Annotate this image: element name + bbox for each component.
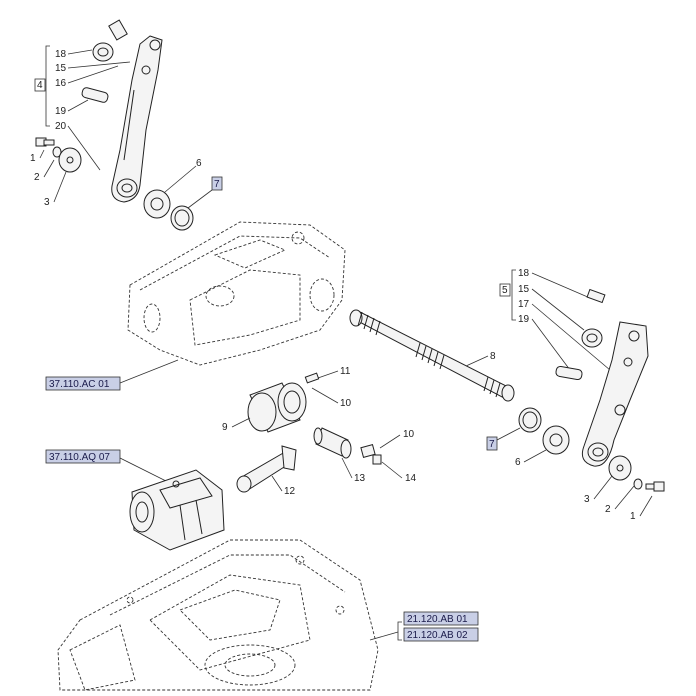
callout-right-19: 19 [518,314,530,325]
callout-box-right-7 [486,436,498,451]
washer-2 [52,146,62,158]
callout-center-9: 9 [222,422,228,433]
ref-case-1: 21.120.AB 01 [407,614,468,625]
callout-right-2: 2 [605,504,611,515]
lift-arm-right [581,321,649,467]
disc-3 [58,147,82,173]
seal-7-right [518,407,542,433]
lift-housing [127,221,346,366]
pin-19 [81,87,109,103]
bolt-1-right [645,481,665,492]
callout-left-18: 18 [55,49,67,60]
screw-11 [304,372,320,384]
callout-left-19: 19 [55,106,67,117]
ref-case-2: 21.120.AB 02 [407,630,468,641]
seal-7-left [170,205,194,231]
lever-12 [236,445,297,493]
pin-18-right [586,288,606,304]
callout-left-15: 15 [55,63,67,74]
valve-assembly [129,469,225,551]
washer-2-right [633,478,643,490]
callout-right-7: 7 [489,439,495,450]
group-box-right [499,283,511,297]
callout-left-1: 1 [30,153,36,164]
washer-6-right [542,425,570,455]
bushing-15 [92,42,114,62]
screw-14 [372,454,382,465]
left-lift-arm-assembly: 4 18 15 16 19 20 [30,19,223,231]
cross-shaft-8 [349,309,515,402]
pin-13 [313,427,352,459]
pin-19-right [555,365,583,381]
callout-right-17: 17 [518,299,530,310]
callout-left-2: 2 [34,172,40,183]
ref-box-case-2 [403,627,479,642]
callout-left-16: 16 [55,78,67,89]
ref-box-valve [45,449,121,464]
callout-center-8: 8 [490,351,496,362]
group-box-left [34,78,46,92]
lift-arm-left [111,35,163,203]
ref-box-case-1 [403,611,479,626]
pin-18 [108,19,128,41]
callout-center-14: 14 [405,473,417,484]
callout-right-15: 15 [518,284,530,295]
transmission-case [57,539,379,691]
callout-center-11: 11 [340,366,351,377]
callout-left-7: 7 [214,179,220,190]
ref-housing: 37.110.AC 01 [49,379,110,390]
callout-center-10b: 10 [403,429,415,440]
callout-right-6: 6 [515,457,521,468]
right-lift-arm-assembly: 5 18 15 17 19 3 2 1 [486,268,665,522]
ref-valve: 37.110.AQ 07 [49,452,110,463]
group-label-left: 4 [37,80,43,91]
callout-center-12: 12 [284,486,296,497]
washer-10 [360,444,376,458]
callout-left-20: 20 [55,121,67,132]
callout-left-6: 6 [196,158,202,169]
coupling-9 [247,382,307,433]
callout-right-18: 18 [518,268,530,279]
bushing-15-right [581,328,603,348]
callout-left-3: 3 [44,197,50,208]
callout-right-3: 3 [584,494,590,505]
bolt-1 [35,137,55,147]
callout-center-13: 13 [354,473,366,484]
group-label-right: 5 [502,285,508,296]
disc-3-right [608,455,632,481]
washer-6-left [143,189,171,219]
callout-box-left-7 [211,176,223,191]
callout-center-10a: 10 [340,398,352,409]
callout-right-1: 1 [630,511,636,522]
ref-box-housing [45,376,121,391]
